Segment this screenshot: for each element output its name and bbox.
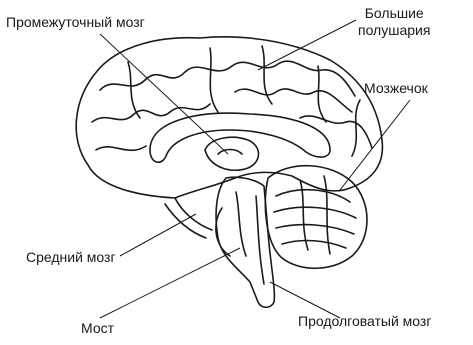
leader-hemispheres <box>258 20 356 70</box>
label-midbrain: Средний мозг <box>26 249 116 266</box>
leader-pons <box>100 248 240 318</box>
label-cerebellum: Мозжечок <box>364 80 428 97</box>
label-pons: Мост <box>81 320 114 337</box>
label-hemispheres-line1: Большие <box>358 5 430 22</box>
gyri <box>210 48 218 112</box>
label-hemispheres-line2: полушария <box>358 22 430 39</box>
pons-bulge <box>216 208 230 256</box>
label-hemispheres: Большие полушария <box>358 5 430 39</box>
gyri <box>96 146 146 150</box>
gyri <box>318 66 326 122</box>
brainstem-outline <box>216 177 274 307</box>
gyri <box>300 116 372 148</box>
label-medulla: Продолговатый мозг <box>298 313 431 330</box>
gyri <box>352 100 360 156</box>
cerebellum-outline <box>265 166 367 269</box>
leader-diencephalon <box>100 34 228 154</box>
diencephalon-region <box>205 137 259 170</box>
gyri <box>235 89 352 112</box>
leader-midbrain <box>120 214 196 256</box>
label-diencephalon: Промежуточный мозг <box>6 14 145 31</box>
gyri <box>92 104 210 122</box>
hemisphere-outline <box>76 37 382 198</box>
